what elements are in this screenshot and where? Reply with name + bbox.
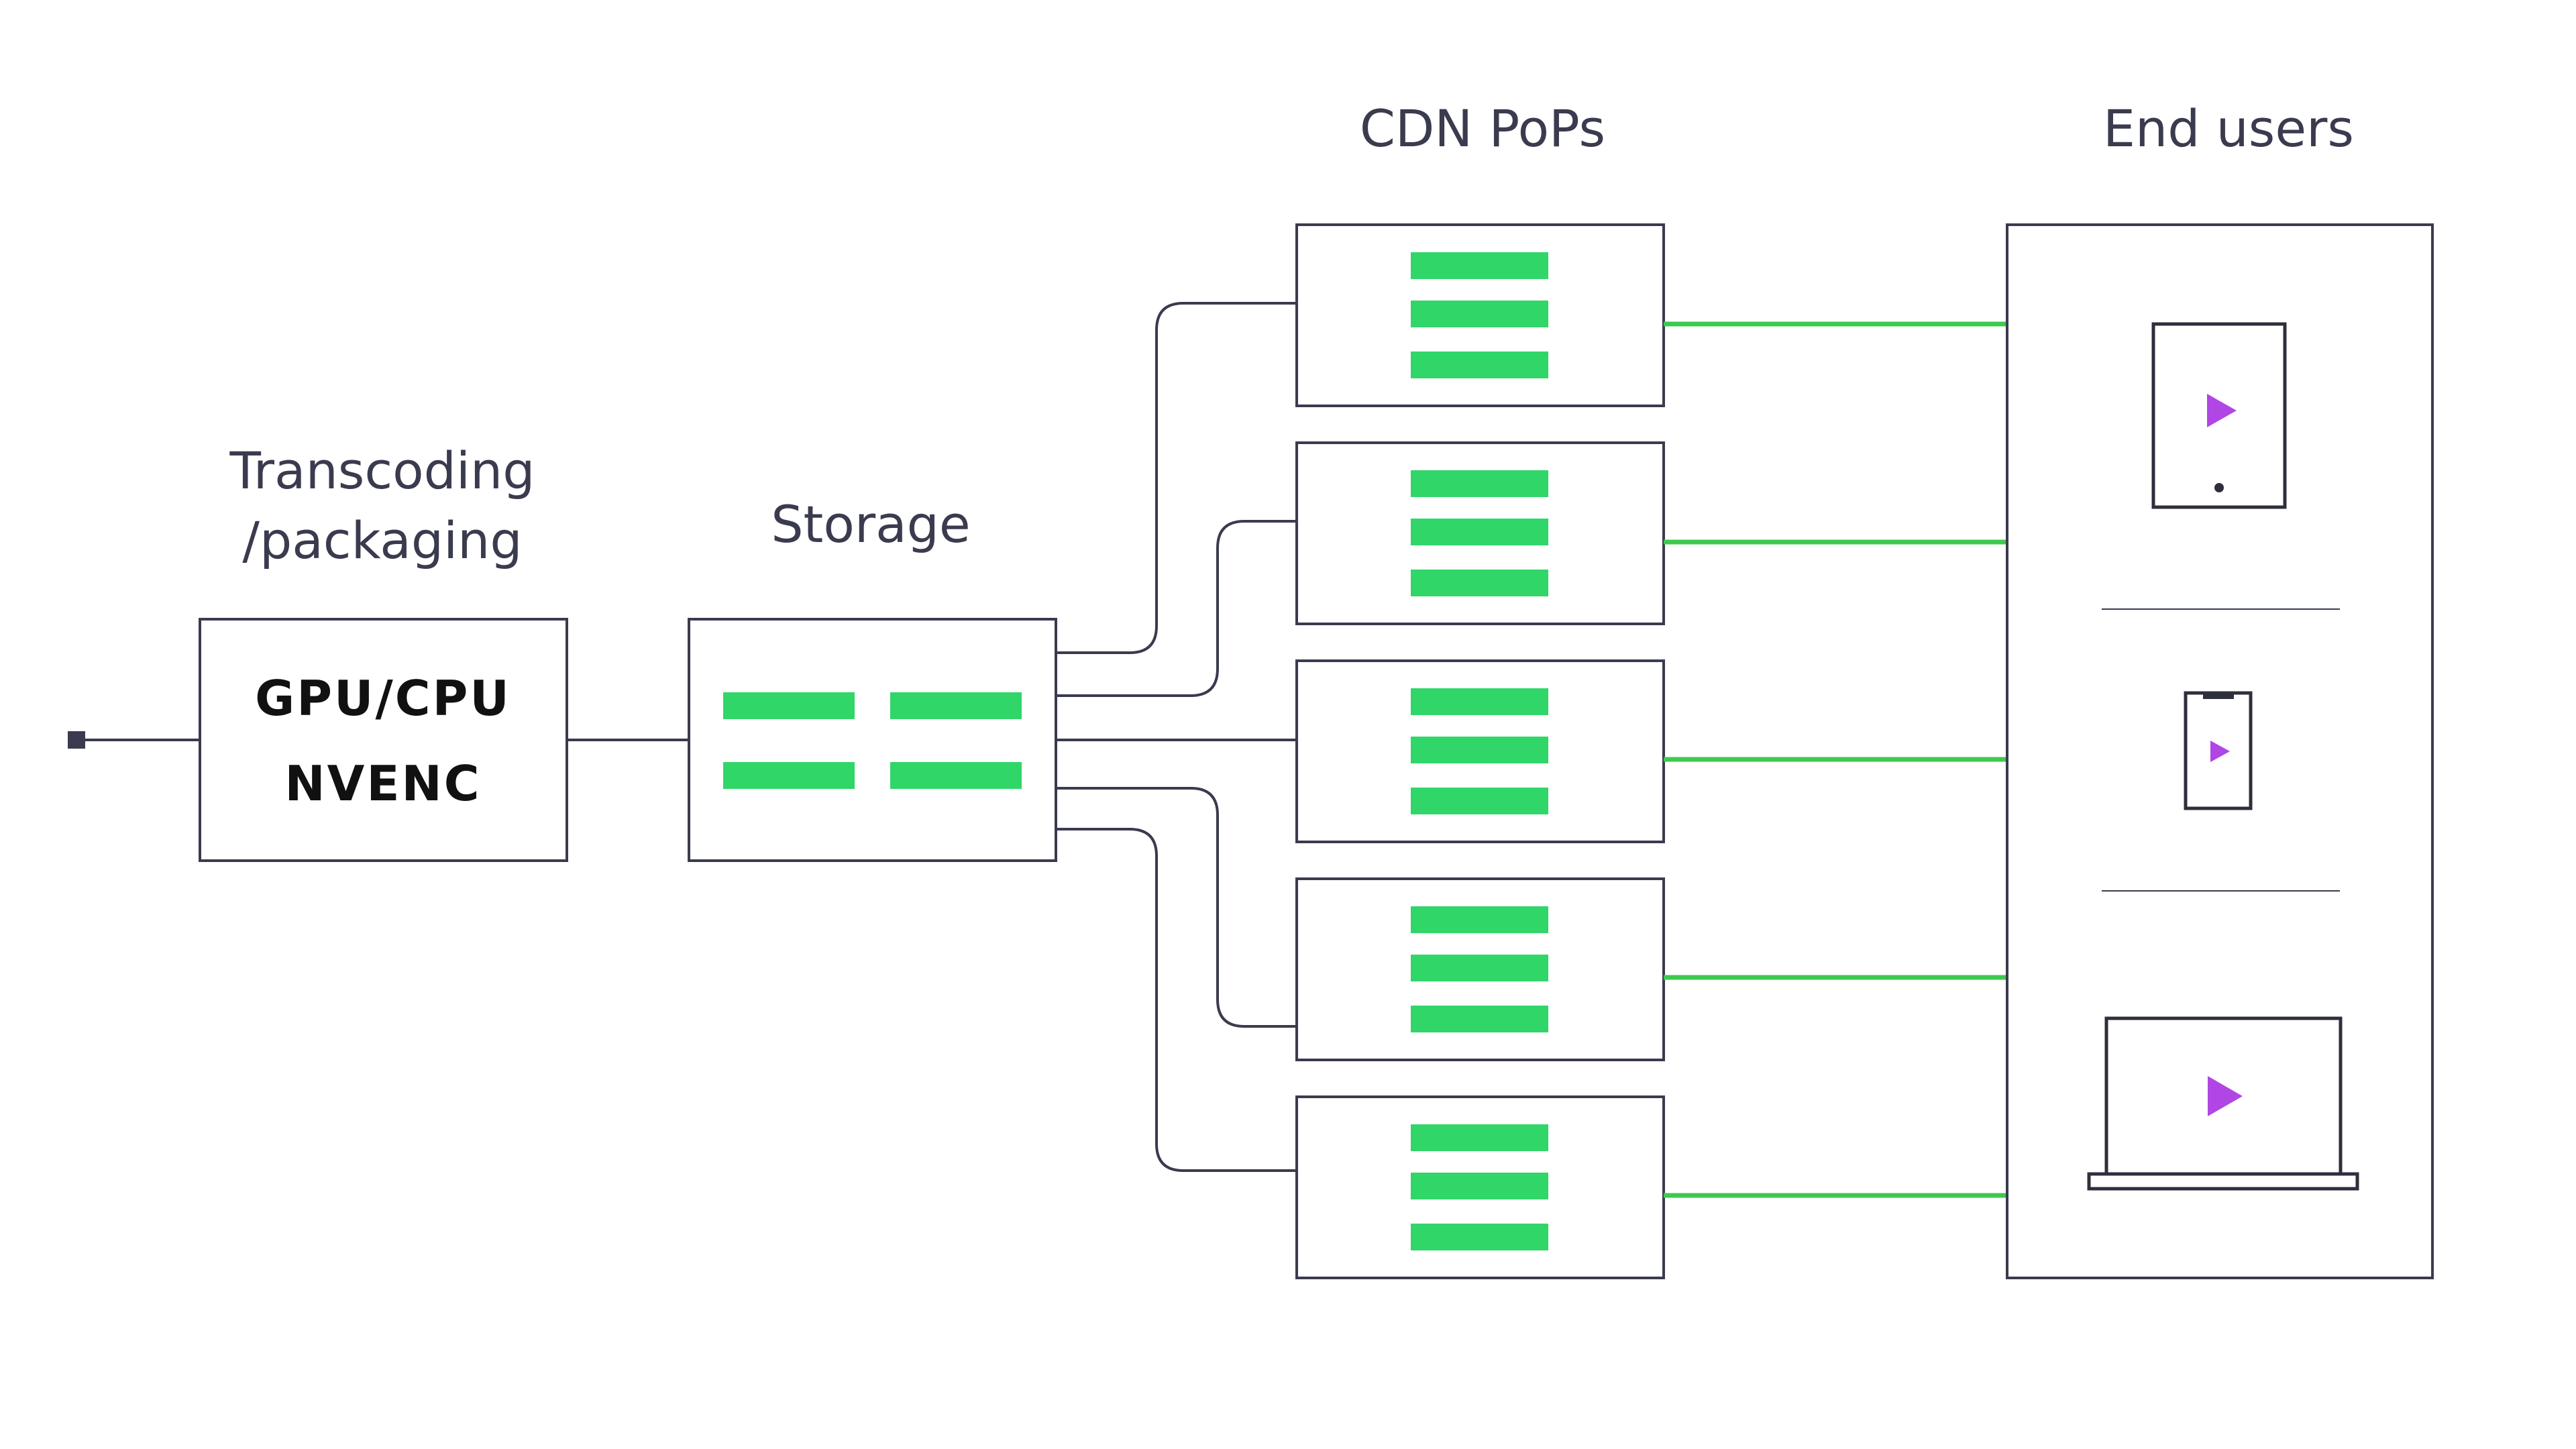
server-bar-icon [1411, 352, 1548, 378]
storage-pop2-wire [1056, 520, 1297, 697]
transcoder-label-nvenc: NVENC [284, 755, 481, 812]
cdn-pop-3 [1295, 659, 1665, 843]
smartphone-icon [2184, 691, 2253, 810]
tablet-icon [2151, 322, 2287, 509]
server-bar-icon [723, 692, 855, 719]
play-icon [2207, 394, 2237, 427]
server-bar-icon [1411, 1124, 1548, 1151]
tablet-home-dot [2214, 483, 2224, 492]
server-bar-icon [1411, 1173, 1548, 1199]
play-icon [2208, 1076, 2243, 1116]
cdn-pop-2 [1295, 441, 1665, 625]
transcoder-box: GPU/CPU NVENC [199, 618, 568, 862]
label-transcoding-line2: /packaging [242, 511, 522, 570]
storage-box [688, 618, 1057, 862]
input-source-marker [68, 731, 85, 749]
server-bar-icon [1411, 519, 1548, 545]
play-icon [2210, 741, 2230, 762]
label-transcoding-line1: Transcoding [229, 441, 535, 500]
server-bar-icon [1411, 906, 1548, 933]
server-bar-icon [1411, 252, 1548, 279]
server-bar-icon [1411, 470, 1548, 497]
server-bar-icon [1411, 1006, 1548, 1032]
server-bar-icon [1411, 955, 1548, 981]
server-bar-icon [1411, 570, 1548, 596]
label-end-users: End users [2103, 99, 2354, 158]
laptop-icon [2087, 1016, 2359, 1191]
server-bar-icon [1411, 1224, 1548, 1250]
server-bar-icon [890, 692, 1022, 719]
phone-notch [2203, 693, 2234, 699]
server-bar-icon [1411, 737, 1548, 763]
cdn-pop-1 [1295, 223, 1665, 407]
server-bar-icon [723, 762, 855, 789]
storage-pop1-wire [1056, 302, 1297, 654]
server-bar-icon [1411, 301, 1548, 327]
cdn-pop-4 [1295, 877, 1665, 1061]
cdn-pop-5 [1295, 1095, 1665, 1279]
storage-pop4-wire [1056, 787, 1297, 1028]
server-bar-icon [890, 762, 1022, 789]
end-users-panel [2006, 223, 2434, 1279]
label-storage: Storage [771, 494, 970, 554]
storage-pop5-wire [1056, 828, 1297, 1172]
server-bar-icon [1411, 688, 1548, 715]
server-bar-icon [1411, 788, 1548, 814]
label-cdn-pops: CDN PoPs [1360, 99, 1605, 158]
transcoder-label-gpu-cpu: GPU/CPU [255, 670, 511, 727]
